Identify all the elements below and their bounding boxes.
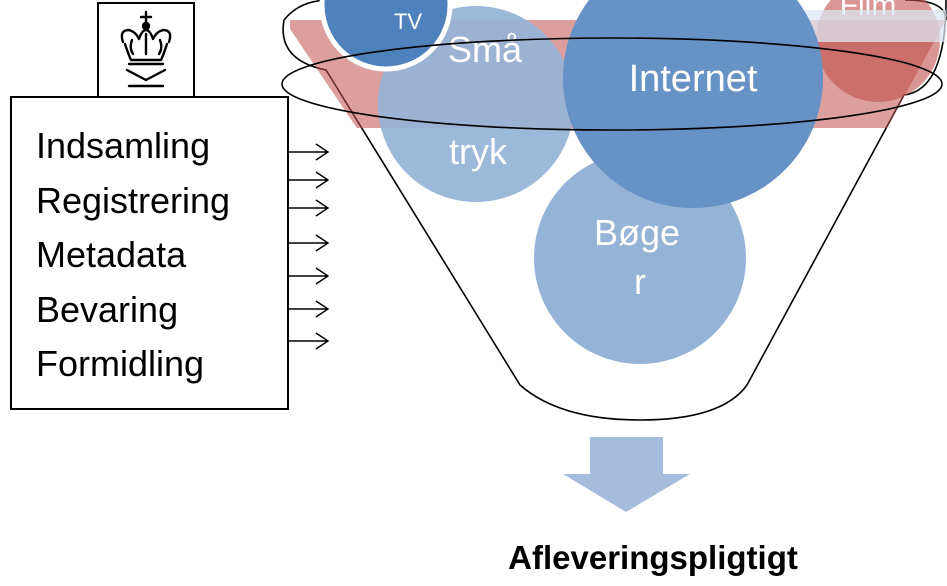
process-item-indsamling: Indsamling — [36, 125, 211, 166]
smaa-tryk-label-line2: tryk — [449, 131, 508, 172]
tv-label: TV — [394, 9, 422, 34]
logo-box — [97, 2, 195, 100]
arrow-right-icon — [287, 300, 330, 318]
arrow-right-icon — [287, 234, 330, 252]
boeger-label-line1: Bøge — [594, 212, 680, 253]
internet-circle-lower-tint — [563, 0, 823, 208]
royal-crown-logo-icon — [120, 10, 172, 88]
boeger-label-line2: r — [634, 261, 646, 302]
tv-circle — [319, 0, 453, 72]
arrow-right-icon — [287, 332, 330, 350]
arrow-right-icon — [287, 171, 330, 189]
smaa-tryk-label-line1: Små — [448, 29, 523, 70]
process-item-bevaring: Bevaring — [36, 288, 179, 330]
process-item-registrering: Registrering — [36, 179, 231, 221]
arrow-right-icon — [287, 199, 330, 217]
internet-label: Internet — [629, 58, 758, 100]
internet-circle — [563, 0, 823, 208]
down-arrow-icon — [563, 437, 690, 512]
caption: Afleveringspligtigt — [508, 539, 798, 576]
process-arrows — [287, 143, 330, 350]
process-item-formidling: Formidling — [36, 343, 205, 384]
arrow-right-icon — [287, 143, 330, 161]
process-item-metadata: Metadata — [36, 234, 187, 275]
process-list-box: Indsamling Registrering Metadata Bevarin… — [10, 96, 289, 410]
funnel-rim-ellipse — [281, 37, 943, 131]
arrow-right-icon — [287, 267, 330, 285]
